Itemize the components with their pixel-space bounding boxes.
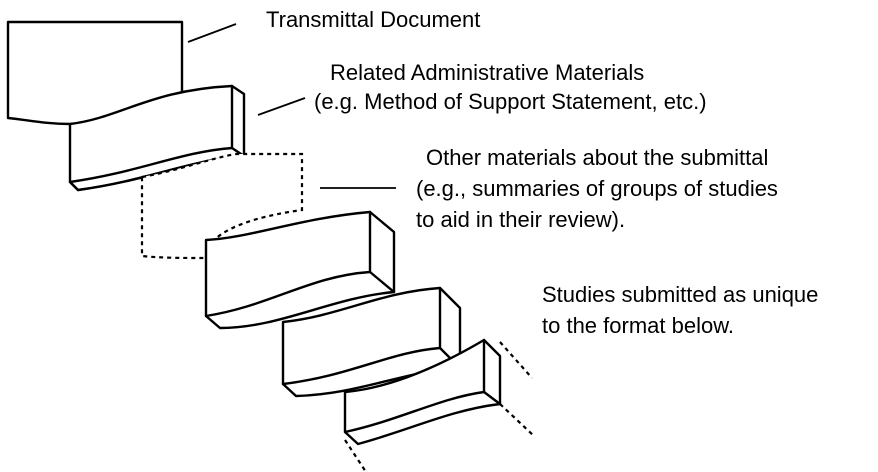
other-materials-sheet [140,152,304,260]
studies-label-line1: Studies submitted as unique [542,282,819,307]
study-block-1 [204,210,396,330]
admin-label-line2: (e.g. Method of Support Statement, etc.) [314,89,707,114]
other-label-line2: (e.g., summaries of groups of studies [416,176,778,201]
admin-leader [257,97,306,116]
transmittal-label: Transmittal Document [266,7,481,32]
studies-label-line2: to the format below. [542,313,734,338]
other-label-line3: to aid in their review). [416,207,626,232]
other-label-line1: Other materials about the submittal [426,145,769,170]
leader-lines [187,23,396,189]
continuation-lines [344,341,535,472]
transmittal-leader [187,23,237,43]
admin-label-line1: Related Administrative Materials [330,60,645,85]
